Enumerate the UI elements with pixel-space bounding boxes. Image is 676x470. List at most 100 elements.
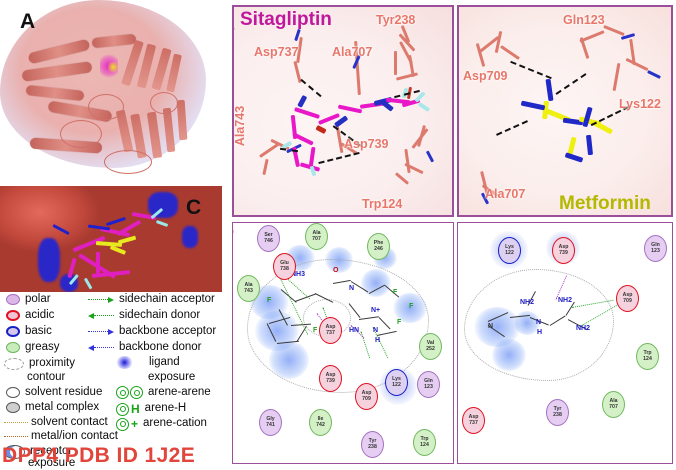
- residue-node[interactable]: Ala 743: [237, 275, 260, 302]
- residue-name: Ile: [317, 415, 324, 422]
- residue-number: 709: [623, 297, 632, 304]
- residue-label-asp709: Asp709: [463, 69, 508, 83]
- panel-letter-a: A: [20, 10, 36, 33]
- residue-name: Asp: [622, 291, 633, 298]
- residue-node[interactable]: Asp 739: [319, 365, 342, 392]
- residue-node[interactable]: Asp 739: [552, 237, 575, 264]
- legend-item-proximity-contour-line2: contour: [27, 371, 65, 384]
- residue-label-ala743: Ala743: [233, 105, 248, 147]
- residue-name: Tyr: [368, 437, 377, 444]
- solvent-contact-icon: [4, 422, 28, 424]
- residue-number: 743: [244, 287, 253, 294]
- residue-node[interactable]: Trp 124: [413, 429, 436, 456]
- atom-label: NH2: [520, 299, 535, 306]
- residue-node[interactable]: Val 252: [419, 333, 442, 360]
- panel-b-sitagliptin-site: Sitagliptin: [232, 5, 454, 217]
- legend-item-acidic: acidic: [6, 309, 55, 322]
- atom-label: NH2: [558, 297, 573, 304]
- residue-node[interactable]: Ala 707: [602, 391, 625, 418]
- atom-label: H: [375, 337, 381, 344]
- residue-node[interactable]: Ser 746: [257, 225, 280, 252]
- residue-node[interactable]: Ile 742: [309, 409, 332, 436]
- backbone-donor-arrow-icon: [88, 344, 114, 351]
- residue-name: Tyr: [553, 405, 562, 412]
- legend-label: arene-arene: [148, 385, 211, 398]
- atom-label: H: [537, 329, 543, 336]
- legend-item-arene-cation: + arene-cation: [116, 417, 207, 431]
- legend-label: proximity: [29, 357, 76, 370]
- legend-label: acidic: [25, 309, 55, 321]
- legend-label: greasy: [25, 341, 60, 353]
- legend-label: sidechain acceptor: [119, 293, 215, 305]
- residue-name: Asp: [325, 323, 336, 330]
- panel-d-metformin-2d: NH2 NH2 N N H NH2 Lys 122 Asp 739 Gln 12…: [457, 222, 673, 464]
- legend-label: arene-cation: [143, 417, 207, 430]
- residue-number: 709: [362, 395, 371, 402]
- residue-node[interactable]: Lys 122: [498, 237, 521, 264]
- residue-node[interactable]: Gln 123: [417, 371, 440, 398]
- ligand-exposure-icon: [116, 356, 133, 369]
- atom-label: F: [267, 297, 272, 304]
- panel-letter-c: C: [186, 196, 202, 219]
- residue-node[interactable]: Asp 709: [616, 285, 639, 312]
- residue-number: 124: [643, 355, 652, 362]
- residue-node[interactable]: Tyr 238: [361, 431, 384, 458]
- residue-node[interactable]: Phe 246: [367, 233, 390, 260]
- legend-label: sidechain donor: [119, 309, 201, 321]
- panel-letter-b: B: [234, 15, 235, 39]
- legend-item-solvent-residue: solvent residue: [6, 386, 103, 399]
- legend-label: basic: [25, 325, 52, 337]
- residue-number: 238: [368, 443, 377, 450]
- atom-label: NH3: [291, 271, 306, 278]
- residue-number: 737: [469, 419, 478, 426]
- residue-name: Asp: [325, 371, 336, 378]
- residue-number: 238: [553, 411, 562, 418]
- atom-label: F: [393, 289, 398, 296]
- legend-label: metal complex: [25, 401, 100, 413]
- acidic-swatch-icon: [6, 310, 20, 322]
- legend-label: polar: [25, 293, 51, 305]
- legend: polar acidic basic greasy sidechain acce…: [0, 292, 224, 469]
- residue-node[interactable]: Glu 738: [273, 253, 296, 280]
- legend-item-receptor-exposure-line2: exposure: [28, 457, 75, 470]
- hydrogen-bond: [496, 120, 528, 136]
- legend-label: backbone donor: [119, 341, 202, 353]
- legend-label: solvent residue: [25, 386, 103, 398]
- atom-label: N: [349, 285, 355, 292]
- residue-node[interactable]: Trp 124: [636, 343, 659, 370]
- residue-number: 746: [264, 237, 273, 244]
- legend-item-receptor-exposure: receptor: [4, 445, 72, 459]
- residue-name: Gln: [651, 241, 660, 248]
- residue-name: Asp: [361, 389, 372, 396]
- residue-node[interactable]: Asp 709: [355, 383, 378, 410]
- residue-number: 739: [559, 249, 568, 256]
- metformin-title: Metformin: [559, 193, 651, 214]
- residue-node[interactable]: Asp 737: [462, 407, 485, 434]
- figure-title: DPP4 PDB ID 1J2E: [2, 444, 196, 467]
- atom-label: F: [313, 327, 318, 334]
- hydrogen-bond: [510, 60, 552, 80]
- residue-node[interactable]: Tyr 238: [546, 399, 569, 426]
- residue-node[interactable]: Gly 741: [259, 409, 282, 436]
- residue-name: Val: [426, 339, 435, 346]
- panel-b-metformin-site: Metformin Gln123 Asp709 Lys: [457, 5, 673, 217]
- legend-item-polar: polar: [6, 293, 51, 306]
- arene-cation-icon: +: [116, 417, 138, 431]
- residue-node[interactable]: Lys 122: [385, 369, 408, 396]
- legend-label: exposure: [148, 371, 196, 383]
- residue-number: 122: [505, 249, 514, 256]
- residue-node[interactable]: Ala 707: [305, 223, 328, 250]
- residue-label-gln123: Gln123: [563, 13, 605, 27]
- legend-item-ligand-exposure-line2: exposure: [148, 371, 196, 384]
- residue-number: 123: [424, 383, 433, 390]
- residue-node[interactable]: Asp 737: [319, 317, 342, 344]
- residue-number: 124: [420, 441, 429, 448]
- legend-item-arene-h: H arene-H: [116, 402, 186, 416]
- proximity-contour-icon: [4, 358, 24, 370]
- metal-complex-icon: [6, 402, 20, 414]
- basic-swatch-icon: [6, 326, 20, 338]
- residue-node[interactable]: Gln 123: [644, 235, 667, 262]
- residue-name: Lys: [505, 243, 514, 250]
- legend-item-arene-arene: arene-arene: [116, 386, 211, 399]
